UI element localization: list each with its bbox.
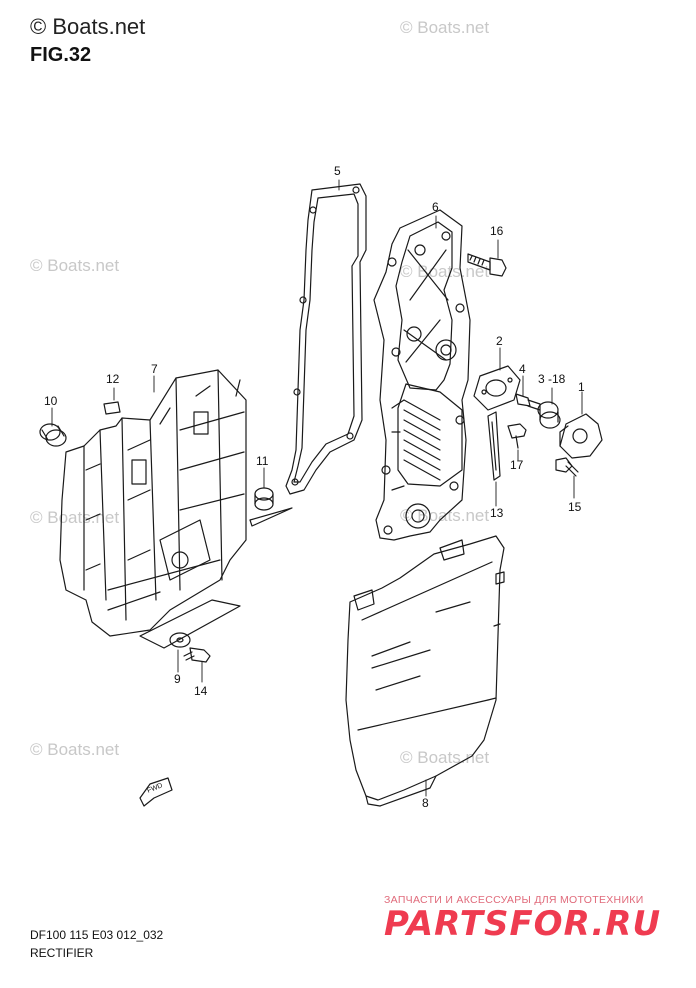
callout-9: 9: [174, 672, 181, 686]
callout-10: 10: [44, 394, 58, 408]
callout-1: 1: [578, 380, 585, 394]
shop-tagline: ЗАПЧАСТИ И АКСЕССУАРЫ ДЛЯ МОТОТЕХНИКИ: [384, 894, 644, 906]
callout-7: 7: [151, 362, 158, 376]
fwd-arrow-icon: [139, 777, 173, 807]
callout-17: 17: [510, 458, 524, 472]
callout-6: 6: [432, 200, 439, 214]
callout-4: 4: [519, 362, 526, 376]
bolt-part-15: [555, 457, 579, 477]
callout-15: 15: [568, 500, 582, 514]
cover-part-8: [345, 535, 505, 807]
bracket-part-1: [559, 413, 603, 459]
callout-14: 14: [194, 684, 208, 698]
watermark-text: © Boats.net: [30, 256, 120, 275]
callout-3-18: 3 -18: [538, 372, 566, 386]
cushion-part-3-18: [537, 401, 561, 429]
watermark-text: © Boats.net: [30, 740, 120, 759]
leader-lines: [51, 179, 583, 797]
bolt-part-17: [507, 423, 527, 449]
brand-watermark: © Boats.net: [30, 14, 146, 39]
watermark-text: © Boats.net: [400, 18, 490, 37]
watermark-text: © Boats.net: [30, 508, 120, 527]
callout-13: 13: [490, 506, 504, 520]
bolt-part-14: [183, 647, 211, 663]
bolt-part-4: [515, 393, 541, 411]
callout-12: 12: [106, 372, 120, 386]
grommet-part-10: [39, 423, 67, 447]
figure-label: FIG.32: [30, 44, 92, 66]
callout-2: 2: [496, 334, 503, 348]
bolt-part-16: [467, 253, 507, 277]
shop-logo: PARTSFOR.RU: [384, 904, 662, 944]
callout-8: 8: [422, 796, 429, 810]
watermark-text: © Boats.net: [400, 262, 490, 281]
callout-5: 5: [334, 164, 341, 178]
washer-part-9: [169, 632, 191, 648]
plate-part-2: [473, 365, 521, 411]
rectifier-part-6: [373, 209, 471, 541]
watermark-text: © Boats.net: [400, 748, 490, 767]
callout-16: 16: [490, 224, 504, 238]
grommet-part-11: [254, 487, 274, 511]
callout-11: 11: [256, 454, 269, 468]
gasket-part-5: [285, 183, 367, 495]
diagram-title: RECTIFIER: [30, 946, 94, 960]
housing-part-7: [59, 369, 293, 649]
clip-part-12: [103, 401, 121, 415]
diagram-code: DF100 115 E03 012_032: [30, 928, 164, 942]
strap-part-13: [487, 411, 501, 481]
